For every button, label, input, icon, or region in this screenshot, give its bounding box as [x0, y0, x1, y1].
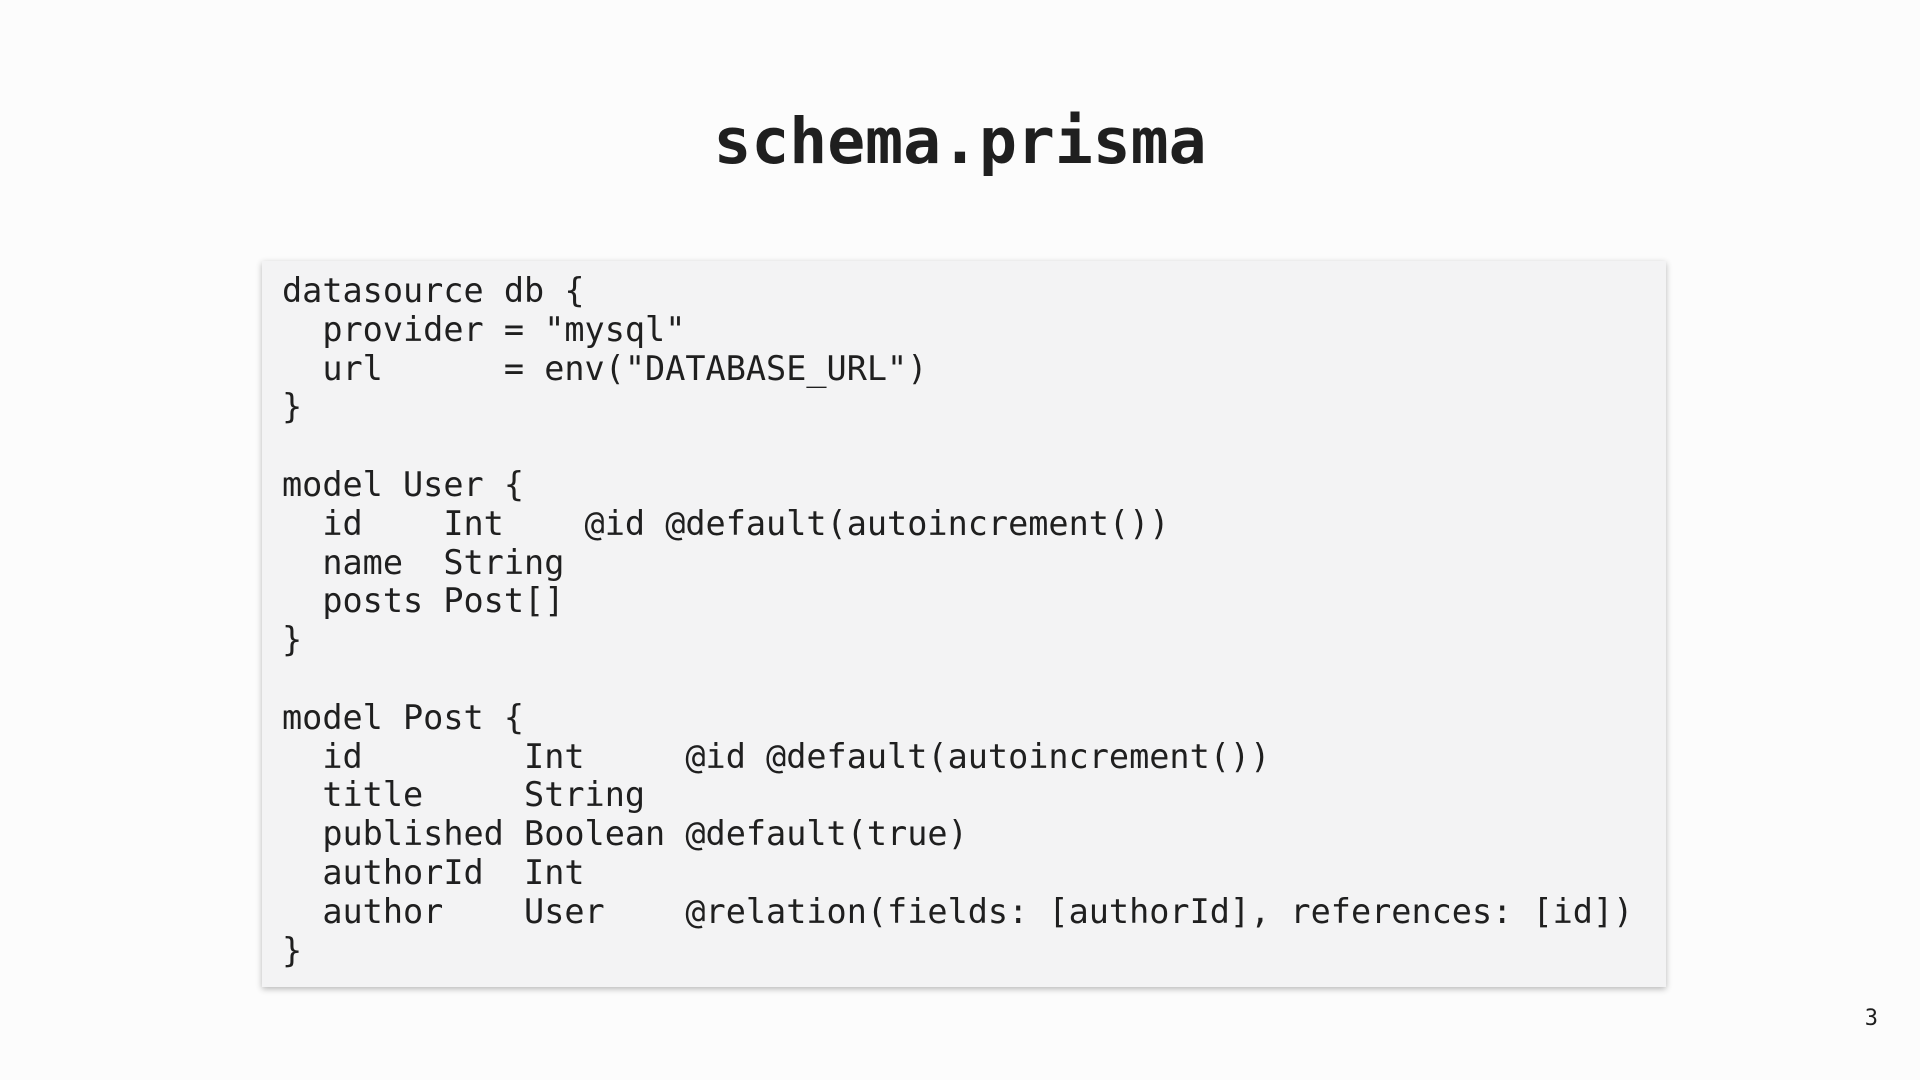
code-line: model User {	[282, 464, 525, 504]
code-line: id Int @id @default(autoincrement())	[282, 503, 1170, 543]
slide-title: schema.prisma	[713, 105, 1207, 178]
code-line: name String	[282, 542, 565, 582]
code-line: published Boolean @default(true)	[282, 814, 968, 854]
code-line: }	[282, 620, 303, 660]
code-line: }	[282, 930, 303, 970]
code-line	[282, 660, 1666, 699]
code-line: provider = "mysql"	[282, 309, 686, 349]
code-line: author User @relation(fields: [authorId]…	[282, 891, 1634, 931]
code-block: datasource db { provider = "mysql" url =…	[262, 261, 1666, 987]
code-line: url = env("DATABASE_URL")	[282, 348, 928, 388]
code-line: }	[282, 387, 303, 427]
code-line: posts Post[]	[282, 581, 565, 621]
code-line: model Post {	[282, 697, 525, 737]
page-number: 3	[1864, 1006, 1878, 1031]
code-line: title String	[282, 775, 646, 815]
code-line: authorId Int	[282, 852, 585, 892]
code-line: id Int @id @default(autoincrement())	[282, 736, 1271, 776]
code-line	[282, 427, 1666, 466]
code-line: datasource db {	[282, 271, 585, 310]
